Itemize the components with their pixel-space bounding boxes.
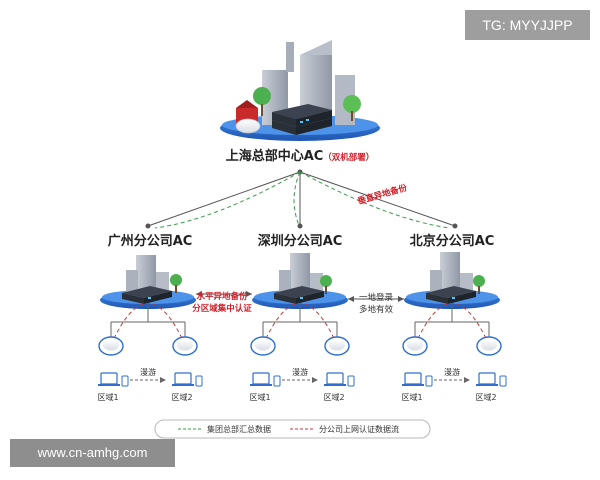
zone-label: 区域2 xyxy=(323,392,344,402)
laptop-icon xyxy=(172,372,194,386)
roaming-arrow xyxy=(434,377,470,383)
laptop-icon xyxy=(324,372,346,386)
hq-links xyxy=(145,169,458,229)
green-data-line-sz xyxy=(293,171,301,229)
zone-label: 区域2 xyxy=(475,392,496,402)
branch-gz-title: 广州分公司AC xyxy=(108,233,193,249)
zone-label: 区域1 xyxy=(249,392,270,402)
branch-gz-ac-icon xyxy=(122,286,172,304)
hq-title: 上海总部中心AC xyxy=(226,148,324,164)
hq-note: （双机部署） xyxy=(323,152,374,163)
access-point-icon xyxy=(98,336,124,356)
red-auth-flow xyxy=(414,303,490,346)
branch-gz-subnet: 区域1 区域2 漫游 xyxy=(97,303,203,402)
access-point-icon xyxy=(476,336,502,356)
phone-icon xyxy=(195,375,203,387)
red-auth-flow xyxy=(110,303,186,346)
laptop-icon xyxy=(402,372,424,386)
zone-label: 区域1 xyxy=(401,392,422,402)
single-login-label: 一地登录 xyxy=(359,292,394,303)
hq-ac-device-icon xyxy=(272,104,332,135)
green-data-line-gz xyxy=(154,171,301,229)
zone-auth-label: 分区域集中认证 xyxy=(192,303,252,314)
laptop-icon xyxy=(476,372,498,386)
branch-bj-title: 北京分公司AC xyxy=(410,233,495,249)
sz-bj-arrow xyxy=(348,296,404,302)
zone-label: 区域2 xyxy=(171,392,192,402)
phone-icon xyxy=(499,375,507,387)
branch-sz-title: 深圳分公司AC xyxy=(258,233,343,249)
zone-label: 区域1 xyxy=(97,392,118,402)
branch-sz-subnet: 区域1 区域2 漫游 xyxy=(249,303,355,402)
phone-icon xyxy=(425,375,433,387)
branch-gz-illustration xyxy=(100,255,196,309)
access-point-icon xyxy=(324,336,350,356)
branch-bj-subnet: 区域1 区域2 漫游 xyxy=(401,303,507,402)
phone-icon xyxy=(121,375,129,387)
access-point-icon xyxy=(250,336,276,356)
laptop-icon xyxy=(250,372,272,386)
multi-valid-label: 多地有效 xyxy=(359,304,394,315)
tg-tag: TG: MYYJJPP xyxy=(465,10,590,40)
branch-bj-ac-icon xyxy=(426,286,476,304)
hq-title-line: 上海总部中心AC（双机部署） xyxy=(226,148,375,164)
legend: 集团总部汇总数据 分公司上网认证数据流 xyxy=(154,419,431,439)
link-hq-gz xyxy=(147,171,301,227)
roaming-label: 漫游 xyxy=(292,367,308,377)
hq-ap-icon xyxy=(235,118,261,134)
branch-sz-ac-icon xyxy=(274,286,324,304)
phone-icon xyxy=(347,375,355,387)
legend-red-label: 分公司上网认证数据流 xyxy=(319,424,399,434)
roaming-label: 漫游 xyxy=(444,367,460,377)
branch-sz-illustration xyxy=(252,253,348,309)
site-watermark: www.cn-amhg.com xyxy=(10,439,175,467)
branch-bj-illustration xyxy=(404,252,500,309)
horizontal-backup-label: 水平异地备份 xyxy=(195,291,248,302)
laptop-icon xyxy=(98,372,120,386)
phone-icon xyxy=(273,375,281,387)
green-data-line-bj xyxy=(299,171,451,229)
roaming-arrow xyxy=(282,377,318,383)
gz-sz-arrow xyxy=(196,291,252,297)
red-auth-flow xyxy=(262,303,338,346)
link-hq-bj xyxy=(299,171,456,227)
access-point-icon xyxy=(402,336,428,356)
vertical-backup-label: 垂直异地备份 xyxy=(356,182,409,207)
legend-green-label: 集团总部汇总数据 xyxy=(207,424,271,434)
access-point-icon xyxy=(172,336,198,356)
roaming-label: 漫游 xyxy=(140,367,156,377)
roaming-arrow xyxy=(130,377,166,383)
